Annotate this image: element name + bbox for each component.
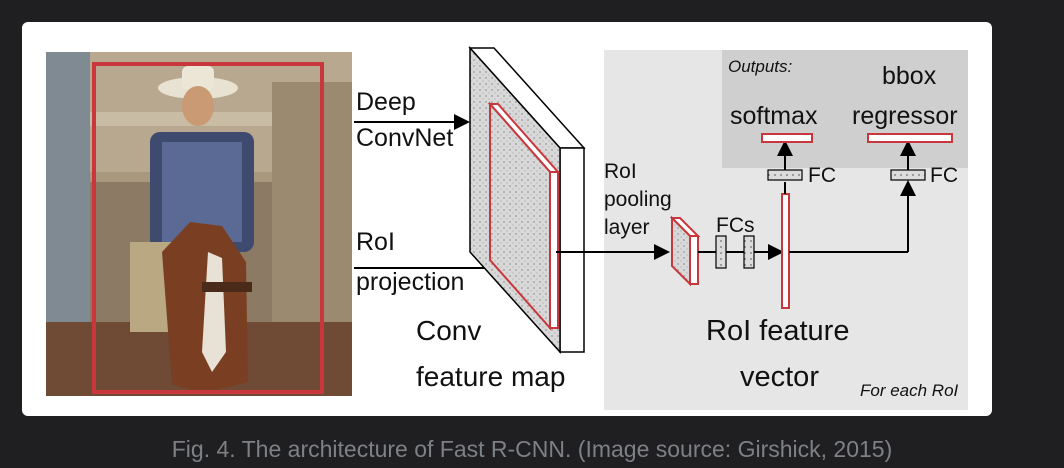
label-fc-right: FC — [930, 164, 958, 187]
fc-left-block — [767, 169, 803, 181]
fc-block-1 — [715, 235, 727, 269]
roi-pooling-layer — [669, 215, 701, 287]
label-bbox: bbox — [882, 62, 937, 90]
roi-box — [92, 62, 324, 394]
label-fcs: FCs — [716, 214, 755, 237]
bbox-output — [867, 133, 953, 143]
softmax-output — [761, 133, 813, 143]
label-deep: Deep — [356, 88, 416, 116]
label-regressor: regressor — [852, 102, 958, 130]
label-outputs: Outputs: — [728, 57, 793, 76]
label-fc-left: FC — [808, 164, 836, 187]
label-vector: vector — [740, 361, 819, 393]
label-projection: projection — [356, 268, 464, 296]
label-softmax: softmax — [730, 102, 818, 130]
label-conv: Conv — [416, 315, 481, 346]
label-feature-map: feature map — [416, 361, 565, 392]
conv-feature-map — [468, 46, 586, 354]
label-convnet: ConvNet — [356, 124, 453, 152]
outputs-panel — [722, 50, 968, 168]
label-roi-pooling-2: pooling — [604, 188, 672, 211]
label-for-each-roi: For each RoI — [860, 381, 959, 400]
figure-caption: Fig. 4. The architecture of Fast R-CNN. … — [171, 436, 893, 462]
label-roi-pooling-1: RoI — [604, 160, 637, 183]
label-roi-feature: RoI feature — [706, 315, 849, 347]
input-photo — [46, 52, 352, 396]
roi-feature-vector — [781, 193, 790, 309]
architecture-diagram: Deep ConvNet RoI projection Conv feature… — [46, 46, 968, 410]
fc-block-2 — [743, 235, 755, 269]
label-roi: RoI — [356, 228, 395, 256]
fc-right-block — [890, 169, 926, 181]
label-roi-pooling-3: layer — [604, 216, 650, 239]
figure-card: Deep ConvNet RoI projection Conv feature… — [22, 22, 992, 416]
